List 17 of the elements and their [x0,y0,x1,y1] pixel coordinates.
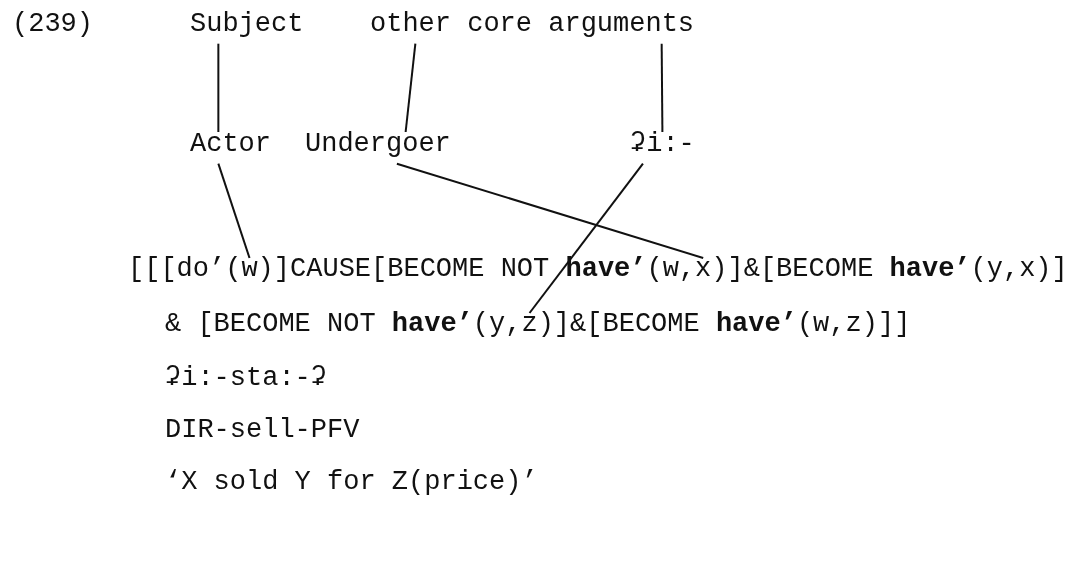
role-label: Subject [190,10,304,40]
linking-line [217,42,220,133]
formula-line: [[[do’(w)]CAUSE[BECOME NOT have’(w,x)]&[BECOME have’(y,x)] [128,255,1068,285]
role-label: Undergoer [305,130,451,160]
linking-line [660,42,664,133]
example-number: (239) [12,10,93,40]
linking-line [404,42,417,133]
gloss-line: DIR-sell-PFV [165,416,360,446]
role-label: Actor [190,130,271,160]
linking-line [395,162,705,259]
linking-line [528,162,644,314]
morpheme-line: ʡi:-sta:-ʡ [165,364,328,394]
translation-line: ‘X sold Y for Z(price)’ [165,468,538,498]
linking-line [217,162,251,259]
role-label: ʡi:- [630,130,695,160]
role-label: other core arguments [370,10,695,40]
formula-line: & [BECOME NOT have’(y,z)]&[BECOME have’(w,z)]] [165,310,911,340]
